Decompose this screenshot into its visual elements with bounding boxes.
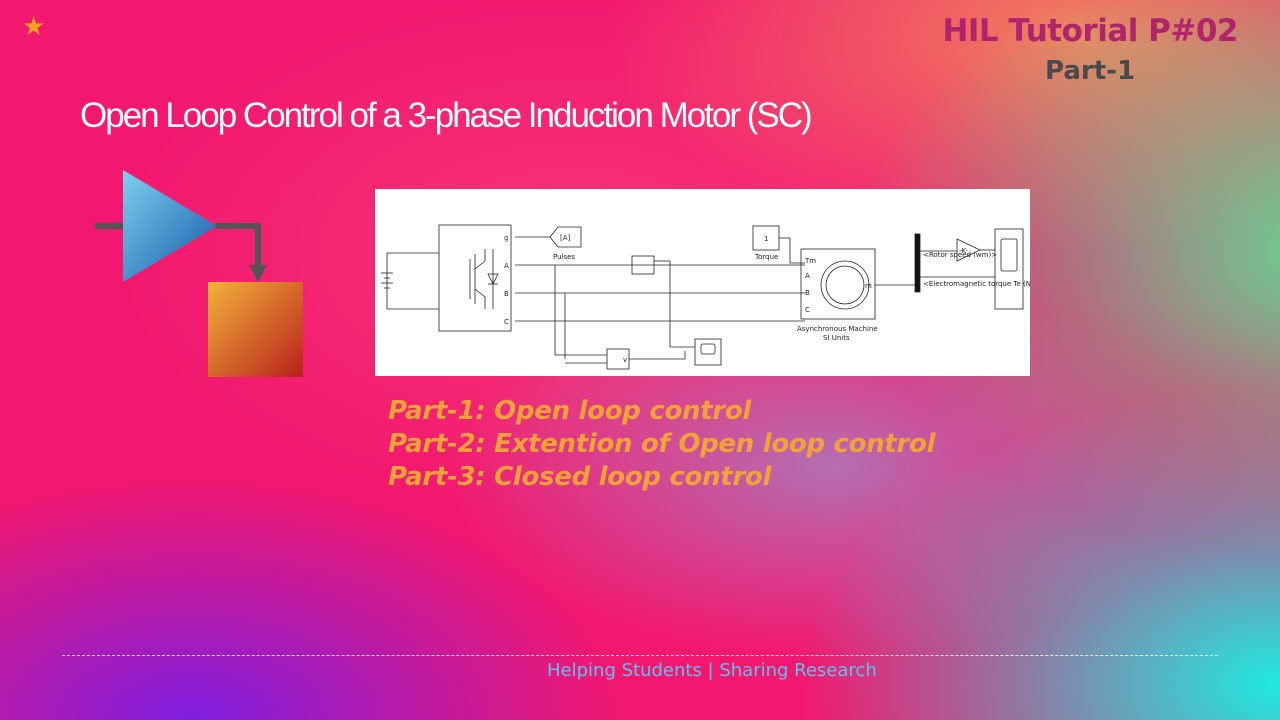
- amplifier-block-logo-icon: [95, 170, 303, 377]
- gain-label: -K-: [959, 247, 968, 255]
- torque-signal: <Electromagnetic torque Te (N*m)>: [923, 280, 1030, 288]
- part-item: Part-1: Open loop control: [388, 396, 752, 426]
- simulink-diagram: [A] Pulses g A B C 1 Torque Tm A B C m A…: [375, 189, 1050, 376]
- machine-c-port: C: [805, 306, 810, 314]
- machine-label: Asynchronous Machine: [797, 325, 878, 333]
- rotor-speed-signal: <Rotor speed (wm)>: [923, 251, 997, 259]
- footer-divider: [62, 655, 1218, 656]
- part-item: Part-2: Extention of Open loop control: [388, 429, 936, 459]
- part-item: Part-3: Closed loop control: [388, 462, 772, 492]
- brand-title: HIL Tutorial P#02: [942, 13, 1238, 49]
- part-label: Part-1: [1045, 56, 1136, 86]
- star-icon: ★: [22, 12, 46, 42]
- footer-tagline: Helping Students | Sharing Research: [547, 660, 877, 681]
- torque-value: 1: [764, 235, 768, 243]
- machine-units-label: SI Units: [823, 334, 850, 342]
- phase-c-port: C: [504, 318, 509, 326]
- gate-port: g: [504, 234, 508, 242]
- machine-m-port: m: [865, 282, 872, 290]
- parts-list: Part-1: Open loop control Part-2: Extent…: [388, 395, 936, 494]
- slide-title: Open Loop Control of a 3-phase Induction…: [80, 96, 813, 135]
- machine-tm-port: Tm: [804, 257, 816, 265]
- machine-b-port: B: [805, 289, 810, 297]
- pulses-tag: [A]: [560, 234, 571, 242]
- pulses-label: Pulses: [553, 253, 575, 261]
- torque-label: Torque: [754, 253, 778, 261]
- phase-b-port: B: [504, 290, 509, 298]
- machine-a-port: A: [805, 272, 810, 280]
- phase-a-port: A: [504, 262, 509, 270]
- voltmeter-label: v: [623, 356, 627, 364]
